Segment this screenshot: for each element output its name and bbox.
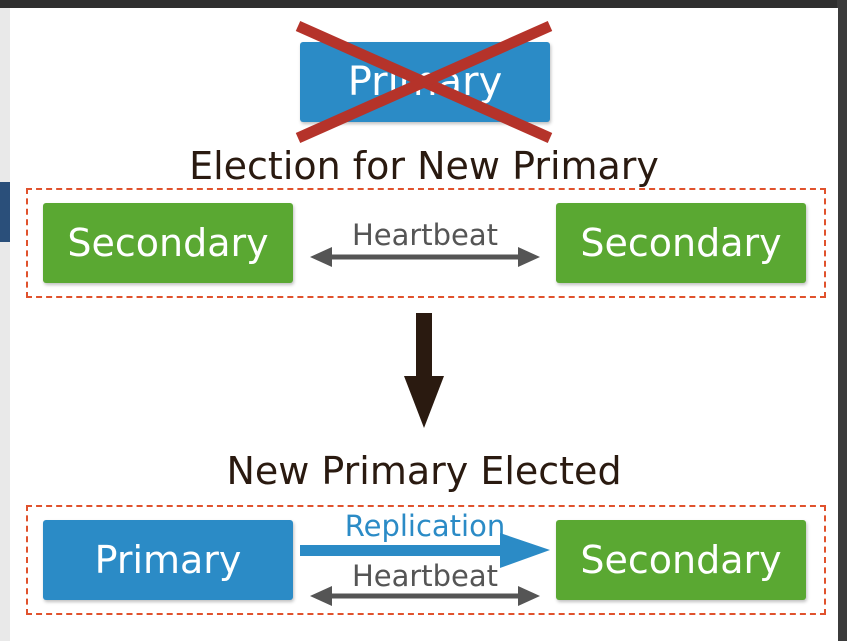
- diagram-canvas: Primary Election for New Primary Seconda…: [10, 8, 838, 641]
- new-primary-node: Primary: [43, 520, 293, 600]
- replication-label: Replication: [344, 509, 506, 543]
- election-heartbeat-label: Heartbeat: [351, 218, 499, 252]
- election-right-secondary-label: Secondary: [580, 221, 782, 265]
- election-left-secondary-node: Secondary: [43, 203, 293, 283]
- election-right-secondary-node: Secondary: [556, 203, 806, 283]
- result-heartbeat-arrow: [310, 586, 540, 606]
- result-heartbeat-label: Heartbeat: [351, 559, 499, 593]
- election-left-secondary-label: Secondary: [67, 221, 269, 265]
- replication-arrow: [300, 533, 550, 568]
- new-primary-label: Primary: [94, 538, 242, 582]
- background-left-accent: [0, 182, 10, 242]
- election-heartbeat-arrow: [310, 247, 540, 267]
- diagram-overlay: [295, 20, 553, 606]
- result-secondary-node: Secondary: [556, 520, 806, 600]
- failed-cross-icon: [295, 20, 553, 144]
- election-title: Election for New Primary: [189, 144, 659, 188]
- result-group: [26, 505, 826, 615]
- background-left-edge: [0, 0, 10, 641]
- flow-down-arrow: [404, 313, 444, 428]
- result-secondary-label: Secondary: [580, 538, 782, 582]
- election-group: [26, 188, 826, 298]
- background-right-edge: [837, 0, 847, 641]
- result-title: New Primary Elected: [226, 449, 622, 493]
- background-top-edge: [0, 0, 847, 8]
